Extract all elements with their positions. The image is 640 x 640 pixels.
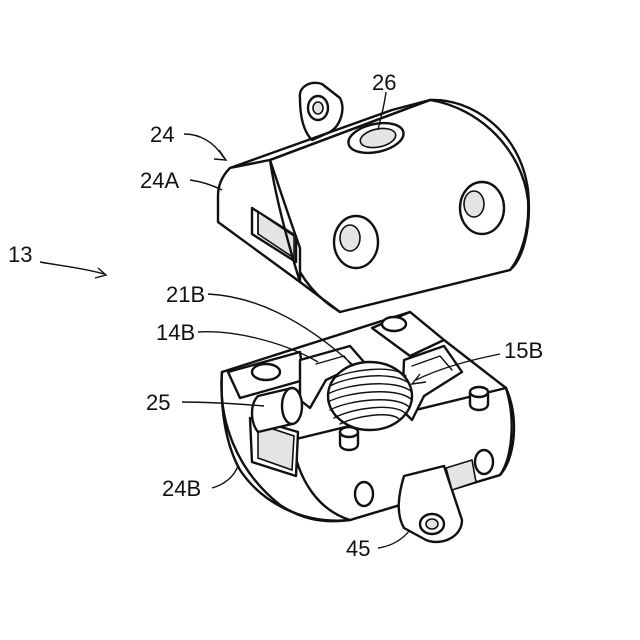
- front-hole-left: [334, 216, 378, 268]
- lower-pin-right: [470, 387, 488, 410]
- lower-housing: [221, 312, 514, 542]
- lower-front-hole-left: [355, 482, 373, 506]
- front-hole-right: [460, 182, 504, 234]
- spring-21b: [328, 362, 412, 430]
- label-24: 24: [150, 122, 174, 147]
- label-13: 13: [8, 242, 32, 267]
- label-26: 26: [372, 70, 396, 95]
- label-21b: 21B: [166, 282, 205, 307]
- lower-front-hole-right: [475, 450, 493, 474]
- lower-top-hole-left: [252, 364, 280, 380]
- label-14b: 14B: [156, 320, 195, 345]
- label-25: 25: [146, 390, 170, 415]
- label-45: 45: [346, 536, 370, 561]
- upper-housing: [218, 83, 529, 312]
- label-24a: 24A: [140, 168, 179, 193]
- lower-top-hole-right: [382, 317, 406, 331]
- label-24b: 24B: [162, 476, 201, 501]
- label-15b: 15B: [504, 338, 543, 363]
- lower-pin-left: [340, 427, 358, 450]
- upper-mounting-lug: [300, 83, 343, 140]
